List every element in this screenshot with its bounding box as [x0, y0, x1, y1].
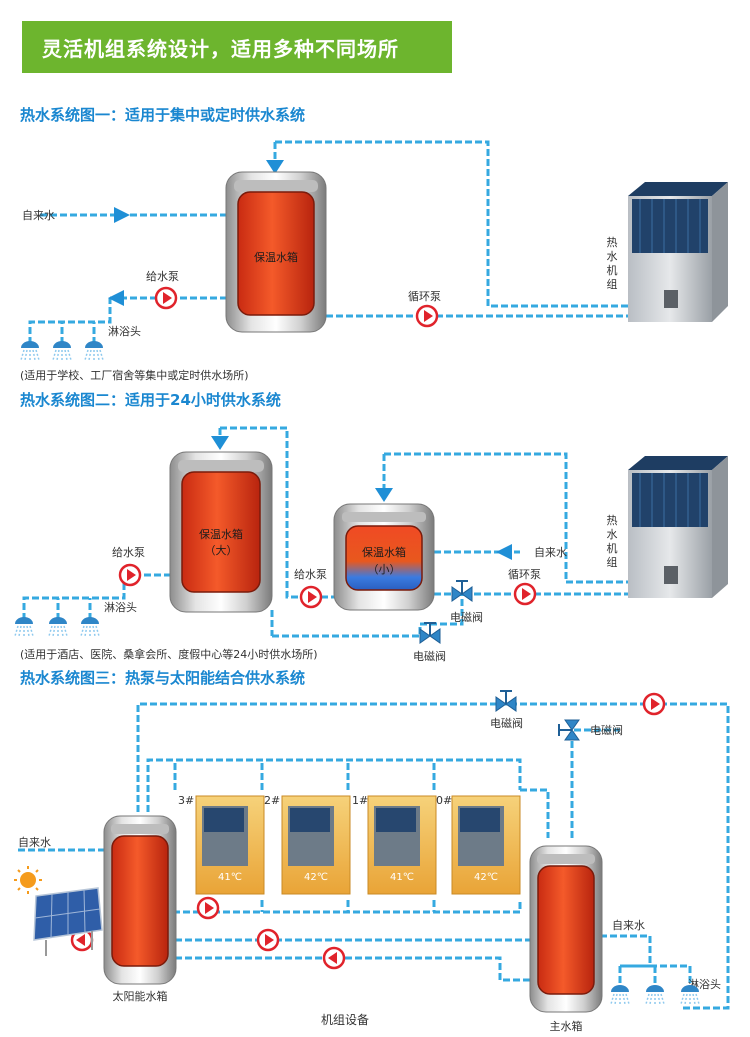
heat-pump-unit — [628, 456, 728, 598]
solar-tank — [103, 815, 177, 985]
feed-pump-icon — [118, 563, 142, 587]
unit-id: 1# — [352, 794, 368, 807]
shower-head-icon — [52, 340, 72, 362]
solenoid-valve-icon — [419, 622, 441, 644]
unit-label-char: 组 — [607, 277, 618, 291]
pump-icon — [256, 928, 280, 952]
hot-water-tank — [225, 171, 327, 333]
shower-head-icon — [20, 340, 40, 362]
unit-id: 3# — [178, 794, 194, 807]
valve-right-label: 电磁阀 — [590, 723, 623, 737]
shower-head-icon — [680, 984, 700, 1006]
valve-label: 电磁阀 — [450, 610, 483, 624]
big-tank-size: （大） — [205, 543, 238, 557]
valve-top-label: 电磁阀 — [490, 716, 523, 730]
flow-arrow-icon — [375, 488, 393, 502]
shower-head-icon — [48, 616, 68, 638]
flow-arrow-icon — [211, 436, 229, 450]
feed-pump-label: 给水泵 — [146, 270, 179, 283]
solenoid-valve-icon — [495, 690, 517, 712]
solar-tank-label: 太阳能水箱 — [113, 989, 168, 1003]
shower-head-icon — [80, 616, 100, 638]
tank-label: 保温水箱 — [254, 250, 298, 264]
feed-pump-mid-label: 给水泵 — [294, 568, 327, 581]
tap-water-left-label: 自来水 — [18, 836, 51, 849]
main-tank-label: 主水箱 — [550, 1019, 583, 1033]
big-tank — [169, 451, 273, 613]
system1-diagram: 保温水箱 自来水 给水泵 淋浴头 循环泵 热 水 机 组 (适用于学校、工厂宿舍… — [20, 140, 728, 382]
unit-temp: 42℃ — [304, 872, 328, 883]
unit-label-char: 水 — [607, 528, 618, 541]
tap-water-label: 自来水 — [22, 209, 55, 222]
circulation-pump-label: 循环泵 — [408, 290, 441, 303]
system2-diagram: 保温水箱 （大） 保温水箱 （小） 给水泵 给水泵 淋浴头 自来水 循环泵 电磁… — [14, 426, 728, 663]
main-tank — [529, 845, 603, 1013]
sun-icon — [20, 872, 36, 888]
unit-temp: 42℃ — [474, 872, 498, 883]
heat-pump-unit-2: 2# 42℃ — [264, 794, 351, 895]
banner-title: 灵活机组系统设计，适用多种不同场所 — [42, 37, 399, 61]
circulation-pump-icon — [513, 582, 537, 606]
flow-arrow-icon — [114, 207, 130, 223]
unit-temp: 41℃ — [390, 872, 414, 883]
system1-note: (适用于学校、工厂宿舍等集中或定时供水场所) — [20, 368, 249, 382]
shower-head-icon — [84, 340, 104, 362]
feed-pump-left-label: 给水泵 — [112, 546, 145, 559]
circulation-pump-icon — [415, 304, 439, 328]
flow-arrow-icon — [496, 544, 512, 560]
unit-label-char: 机 — [607, 263, 618, 277]
valve-label: 电磁阀 — [413, 649, 446, 663]
heat-pump-unit-1: 1# 41℃ — [352, 794, 437, 895]
feed-pump-icon — [154, 286, 178, 310]
unit-label-char: 机 — [607, 541, 618, 555]
solar-collector — [14, 866, 103, 956]
system2-note: (适用于酒店、医院、桑拿会所、度假中心等24小时供水场所) — [20, 647, 318, 661]
heat-pump-unit-3: 3# 41℃ — [178, 794, 265, 895]
solenoid-valve-icon — [451, 580, 473, 602]
shower-head-icon — [14, 616, 34, 638]
system3-title: 热水系统图三：热泵与太阳能结合供水系统 — [20, 669, 306, 687]
pump-icon — [322, 946, 346, 970]
shower-head-icon — [610, 984, 630, 1006]
big-tank-label: 保温水箱 — [199, 527, 243, 541]
heat-pump-unit — [628, 182, 728, 322]
flow-arrow-icon — [108, 290, 124, 306]
flow-arrow-icon — [266, 160, 284, 174]
pump-icon — [642, 692, 666, 716]
unit-id: 2# — [264, 794, 280, 807]
tap-water-label: 自来水 — [534, 546, 567, 559]
unit-label-char: 热 — [607, 236, 618, 249]
equipment-label: 机组设备 — [321, 1013, 369, 1027]
small-tank-label: 保温水箱 — [362, 545, 406, 559]
system2-title: 热水系统图二：适用于24小时供水系统 — [20, 391, 281, 409]
system1-title: 热水系统图一：适用于集中或定时供水系统 — [20, 106, 306, 124]
shower-label: 淋浴头 — [104, 601, 137, 614]
unit-label-char: 水 — [607, 250, 618, 263]
unit-label-char: 热 — [607, 514, 618, 527]
unit-temp: 41℃ — [218, 872, 242, 883]
pump-icon — [196, 896, 220, 920]
tap-water-right-label: 自来水 — [612, 919, 645, 932]
shower-head-icon — [645, 984, 665, 1006]
unit-id: 0# — [436, 794, 452, 807]
system3-diagram: 电磁阀 电磁阀 太阳能水箱 主水箱 — [14, 690, 730, 1033]
unit-label-char: 组 — [607, 555, 618, 569]
circulation-pump-label: 循环泵 — [508, 568, 541, 581]
header-banner: 灵活机组系统设计，适用多种不同场所 — [22, 21, 452, 73]
heat-pump-unit-0: 0# 42℃ — [436, 794, 521, 895]
feed-pump-icon — [299, 585, 323, 609]
small-tank-size: （小） — [368, 563, 401, 576]
small-tank — [333, 503, 435, 611]
shower-label: 淋浴头 — [108, 325, 141, 338]
